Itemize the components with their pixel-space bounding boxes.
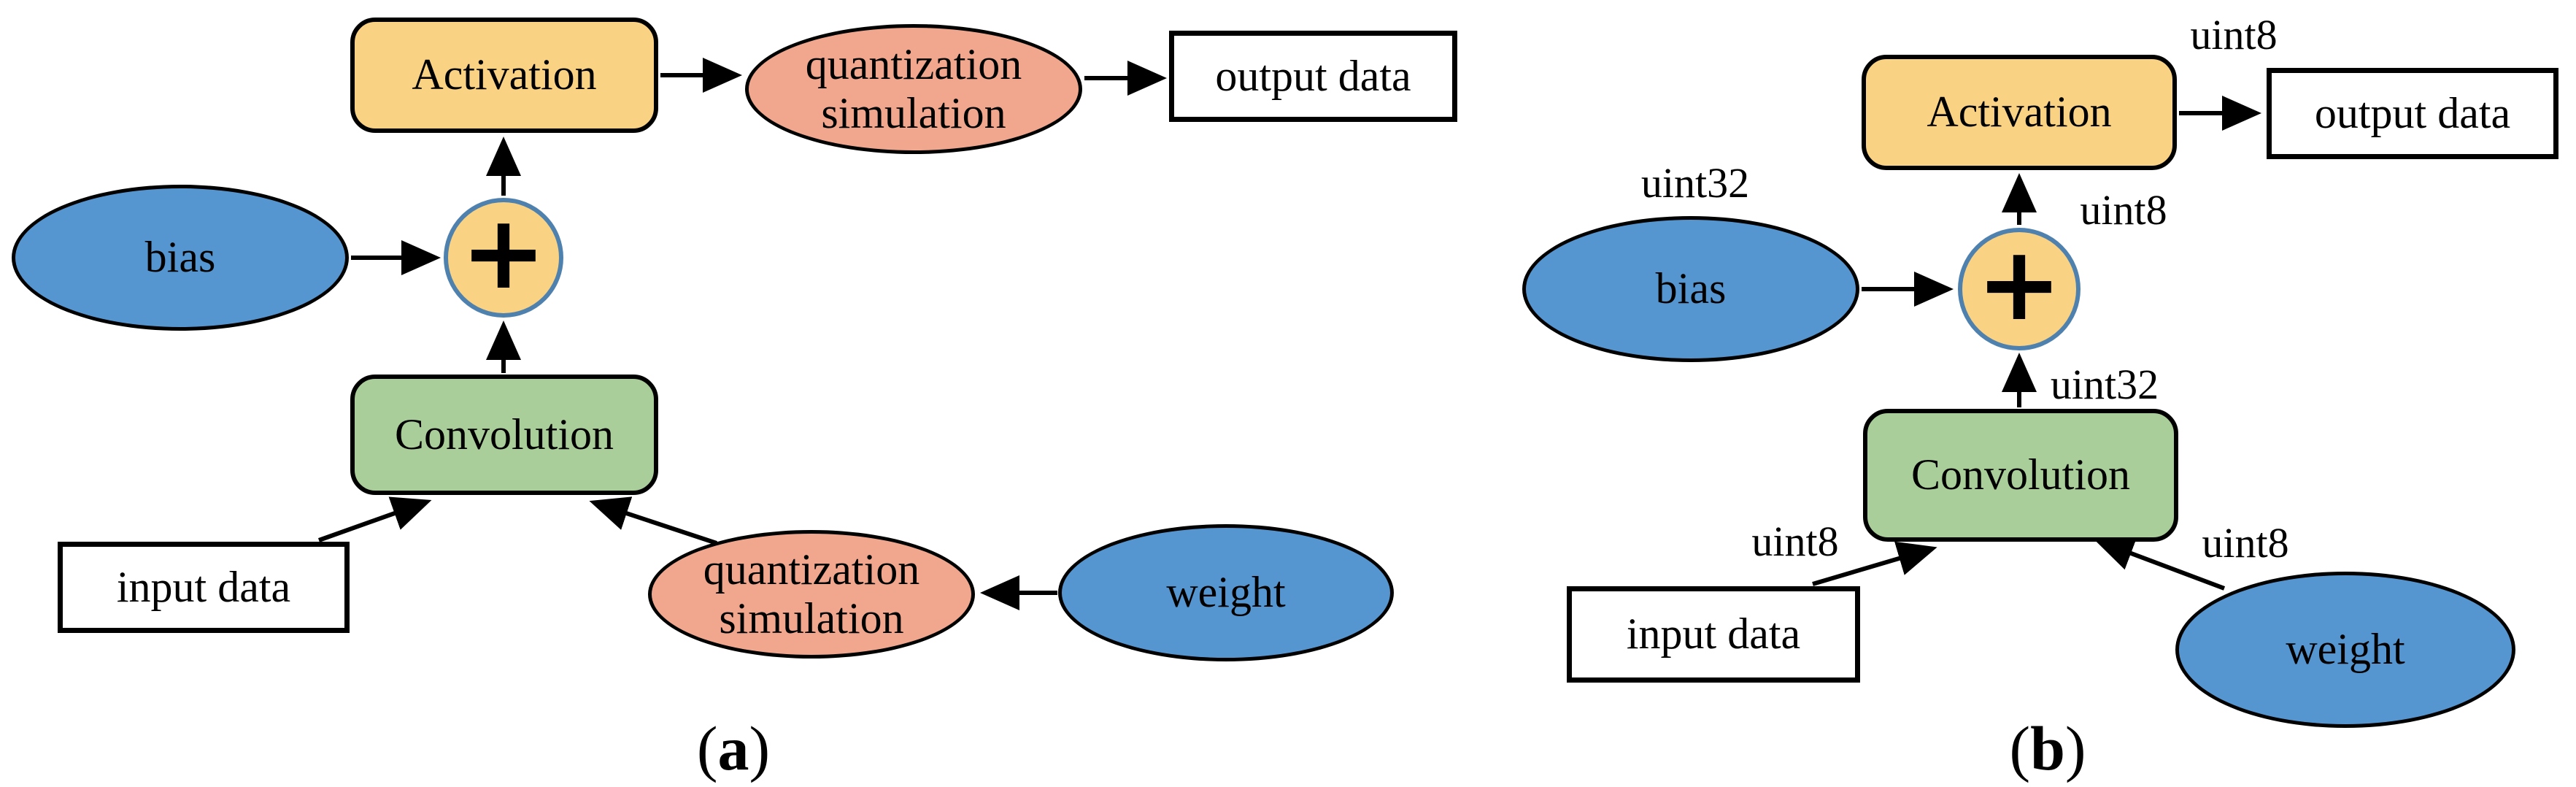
simulation-line-a-bottom: simulation xyxy=(719,594,904,642)
bias-node-a: bias xyxy=(12,185,349,331)
quantization-line-a-top: quantization xyxy=(805,39,1022,88)
arrow-input-to-convolution-a xyxy=(317,496,432,542)
activation-label-b: Activation xyxy=(1927,88,2112,137)
bias-label-b: bias xyxy=(1655,264,1727,313)
plus-operator-a: + xyxy=(444,198,563,318)
dtype-label-output-b: uint8 xyxy=(2190,10,2278,58)
activation-node-b: Activation xyxy=(1862,55,2177,170)
convolution-node-a: Convolution xyxy=(350,375,658,495)
caption-a-paren-close: ) xyxy=(749,713,771,783)
simulation-line-a-top: simulation xyxy=(821,89,1006,137)
output-data-node-b: output data xyxy=(2267,68,2558,159)
quantization-simulation-bottom-label-a: quantization simulation xyxy=(703,545,920,643)
input-data-label-a: input data xyxy=(116,562,291,611)
output-data-node-a: output data xyxy=(1169,31,1457,122)
weight-label-a: weight xyxy=(1166,568,1286,617)
arrow-quantization-to-convolution-a xyxy=(589,496,717,545)
input-data-node-b: input data xyxy=(1567,586,1860,683)
weight-node-b: weight xyxy=(2175,572,2515,728)
dtype-label-input-b: uint8 xyxy=(1751,517,1839,565)
caption-b-paren-close: ) xyxy=(2064,713,2086,783)
convolution-label-a: Convolution xyxy=(394,410,614,458)
input-data-label-b: input data xyxy=(1626,610,1801,659)
quantization-simulation-top-label-a: quantization simulation xyxy=(806,40,1022,138)
plus-icon: + xyxy=(460,193,547,312)
dtype-label-activation-input-b: uint8 xyxy=(2080,185,2167,234)
weight-node-a: weight xyxy=(1058,524,1394,661)
activation-node-a: Activation xyxy=(350,18,658,133)
dtype-label-conv-output-b: uint32 xyxy=(2050,360,2159,408)
quantization-line-a-bottom: quantization xyxy=(703,545,920,594)
caption-a-paren-open: ( xyxy=(696,713,718,783)
bias-node-b: bias xyxy=(1522,216,1859,362)
caption-a: (a) xyxy=(660,712,806,783)
caption-b: (b) xyxy=(1975,712,2121,783)
quantization-simulation-bottom-node-a: quantization simulation xyxy=(648,530,975,659)
plus-icon: + xyxy=(1976,225,2062,344)
caption-b-letter: b xyxy=(2030,713,2065,783)
convolution-node-b: Convolution xyxy=(1863,409,2178,542)
plus-operator-b: + xyxy=(1958,228,2081,350)
quantization-simulation-top-node-a: quantization simulation xyxy=(745,24,1082,154)
weight-label-b: weight xyxy=(2286,625,2405,674)
output-data-label-a: output data xyxy=(1215,51,1411,100)
dtype-label-bias-b: uint32 xyxy=(1640,158,1750,207)
convolution-label-b: Convolution xyxy=(1910,450,2131,499)
bias-label-a: bias xyxy=(144,233,216,282)
dtype-label-weight-b: uint8 xyxy=(2202,518,2289,567)
caption-a-letter: a xyxy=(717,713,749,783)
caption-b-paren-open: ( xyxy=(2009,713,2031,783)
activation-label-a: Activation xyxy=(412,50,597,99)
input-data-node-a: input data xyxy=(58,542,350,633)
output-data-label-b: output data xyxy=(2314,88,2511,137)
